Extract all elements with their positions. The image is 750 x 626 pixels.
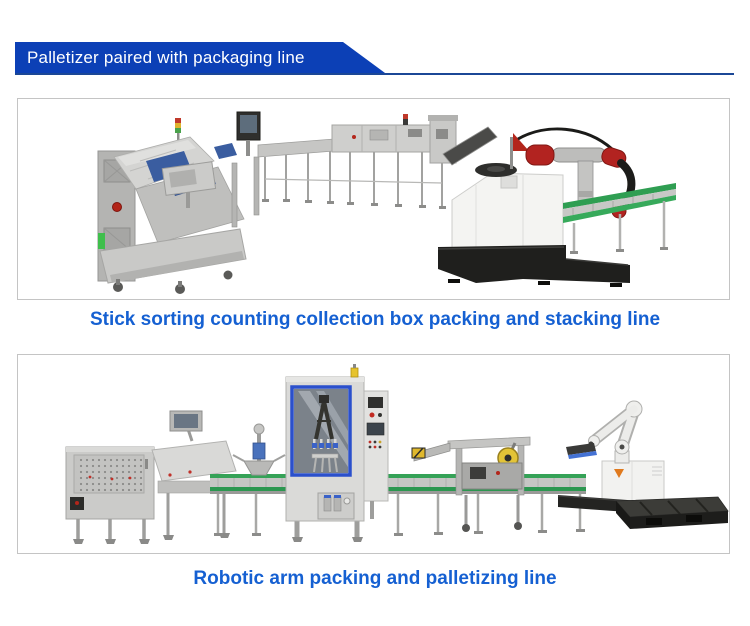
- case-sealer: [411, 436, 531, 532]
- image-caption-1: Stick sorting counting collection box pa…: [89, 309, 661, 330]
- packing-line-photo-1: [17, 98, 730, 300]
- box-stacking-palletizer: [437, 126, 676, 287]
- header-title: Palletizer paired with packaging line: [27, 48, 305, 67]
- image-caption-2: Robotic arm packing and palletizing line: [193, 568, 557, 589]
- header-underline: [15, 73, 734, 75]
- pallet: [557, 495, 729, 529]
- feeder-machine: [65, 410, 237, 544]
- packing-line-photo-2: [17, 354, 730, 554]
- counting-conveyor-line: [236, 111, 458, 209]
- header-banner: Palletizer paired with packaging line: [15, 42, 385, 73]
- green-belt-conveyor: [210, 423, 586, 536]
- packing-cabinet: [285, 364, 389, 542]
- stick-sorting-machine: [97, 118, 260, 294]
